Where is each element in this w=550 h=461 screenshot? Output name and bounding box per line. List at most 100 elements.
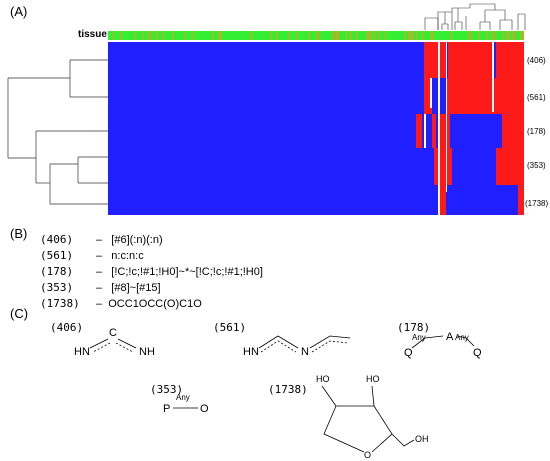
- tissue-track-stripe: [270, 31, 272, 40]
- tissue-track-stripe: [374, 31, 376, 40]
- tissue-track-stripe: [334, 31, 336, 40]
- pattern-smarts: [!C;!c;!#1;!H0]~*~[!C;!c;!#1;!H0]: [111, 266, 263, 278]
- tissue-track-stripe: [430, 31, 432, 40]
- tissue-track-stripe: [148, 31, 150, 40]
- pattern-id: (353): [40, 281, 74, 294]
- heatmap-gap: [492, 42, 494, 112]
- tissue-track-stripe: [422, 31, 424, 40]
- bond: [117, 338, 137, 349]
- row-label-178: (178): [527, 127, 546, 136]
- tissue-track: [108, 31, 524, 40]
- tissue-track-stripe: [350, 31, 352, 40]
- tissue-track-stripe: [506, 31, 508, 40]
- structure-406: C HN NH: [74, 327, 155, 358]
- row-label-406: (406): [527, 56, 546, 65]
- row-label-353: (353): [527, 161, 546, 170]
- tissue-track-stripe: [410, 31, 412, 40]
- atom-ho-1: HO: [316, 374, 330, 384]
- tissue-track-stripe: [318, 31, 320, 40]
- tissue-track-stripe: [218, 31, 220, 40]
- pattern-row-561: (561)– n:c:n:c: [40, 249, 144, 262]
- bond: [411, 335, 444, 349]
- tissue-track-stripe: [470, 31, 472, 40]
- structure-1738-id: (1738): [268, 383, 308, 396]
- tissue-track-label: tissue: [78, 29, 107, 40]
- tissue-track-stripe: [192, 31, 194, 40]
- atom-q-1: Q: [404, 347, 413, 359]
- tissue-track-stripe: [370, 31, 372, 40]
- tissue-track-stripe: [276, 31, 278, 40]
- pattern-row-353: (353)– [#8]~[#15]: [40, 281, 161, 294]
- bond: [89, 338, 109, 349]
- heatmap-cell-high: [434, 148, 438, 185]
- heatmap-cell-high: [424, 42, 438, 78]
- bond-aromatic: [115, 342, 134, 353]
- pattern-dash: –: [96, 298, 103, 310]
- tissue-track-stripe: [404, 31, 406, 40]
- tissue-track-stripe: [338, 31, 340, 40]
- tissue-track-stripe: [368, 31, 370, 40]
- tissue-track-stripe: [412, 31, 414, 40]
- tissue-track-stripe: [522, 31, 524, 40]
- column-dendrogram: [424, 3, 526, 30]
- pattern-dash: –: [96, 250, 103, 262]
- tissue-track-stripe: [492, 31, 494, 40]
- heatmap-cell-high: [440, 185, 446, 215]
- pattern-smarts: OCC1OCC(O)C1O: [108, 298, 202, 310]
- label-any-2: Any: [455, 333, 469, 342]
- tissue-track-stripe: [288, 31, 290, 40]
- heatmap-cell-high: [496, 42, 524, 78]
- structure-353: Any P O: [163, 393, 209, 415]
- pattern-smarts: [#8]~[#15]: [111, 282, 161, 294]
- tissue-track-stripe: [478, 31, 480, 40]
- atom-ho-2: HO: [366, 374, 380, 384]
- heatmap-gap: [430, 78, 432, 108]
- panel-a-label: (A): [10, 4, 28, 19]
- tissue-track-stripe: [346, 31, 348, 40]
- pattern-id: (406): [40, 233, 74, 246]
- tissue-track-stripe: [366, 31, 368, 40]
- tissue-track-stripe: [212, 31, 214, 40]
- heatmap-cell-high: [440, 42, 446, 78]
- atom-nh: NH: [139, 346, 155, 358]
- tissue-track-stripe: [220, 31, 222, 40]
- tissue-track-stripe: [134, 31, 136, 40]
- atom-o: O: [200, 403, 209, 415]
- heatmap-cell-high: [416, 114, 422, 148]
- atom-hn: HN: [243, 346, 259, 358]
- tissue-track-stripe: [512, 31, 514, 40]
- tissue-track-stripe: [384, 31, 386, 40]
- heatmap-gap: [438, 42, 440, 215]
- atom-a: A: [446, 331, 454, 343]
- bond-aromatic: [92, 342, 111, 353]
- structure-178-id: (178): [397, 321, 431, 334]
- structure-1738: HO HO OH O: [316, 374, 429, 460]
- pattern-dash: –: [96, 234, 103, 246]
- tissue-track-stripe: [296, 31, 298, 40]
- atom-o-ring: O: [364, 450, 371, 460]
- row-label-561: (561): [527, 93, 546, 102]
- pattern-id: (1738): [40, 297, 80, 310]
- pattern-id: (561): [40, 249, 74, 262]
- tissue-track-stripe: [520, 31, 522, 40]
- pattern-row-406: (406)– [#6](:n)(:n): [40, 233, 163, 246]
- atom-q-2: Q: [473, 347, 482, 359]
- tissue-track-stripe: [142, 31, 144, 40]
- structure-406-id: (406): [50, 321, 84, 334]
- tissue-track-stripe: [408, 31, 410, 40]
- tissue-track-stripe: [514, 31, 516, 40]
- ring-bonds: [321, 385, 415, 453]
- tissue-track-stripe: [486, 31, 488, 40]
- tissue-track-stripe: [316, 31, 318, 40]
- atom-c: C: [109, 327, 117, 339]
- structures-drawing: C HN NH HN N Any Any A: [74, 327, 482, 460]
- tissue-track-stripe: [336, 31, 338, 40]
- heatmap-cell-high: [432, 114, 436, 148]
- pattern-row-178: (178)– [!C;!c;!#1;!H0]~*~[!C;!c;!#1;!H0]: [40, 265, 263, 278]
- bond-aromatic: [260, 340, 297, 353]
- tissue-track-stripe: [250, 31, 252, 40]
- panel-b-label: (B): [10, 226, 28, 241]
- panel-c-label: (C): [10, 306, 29, 321]
- pattern-row-1738: (1738) – OCC1OCC(O)C1O: [40, 297, 202, 310]
